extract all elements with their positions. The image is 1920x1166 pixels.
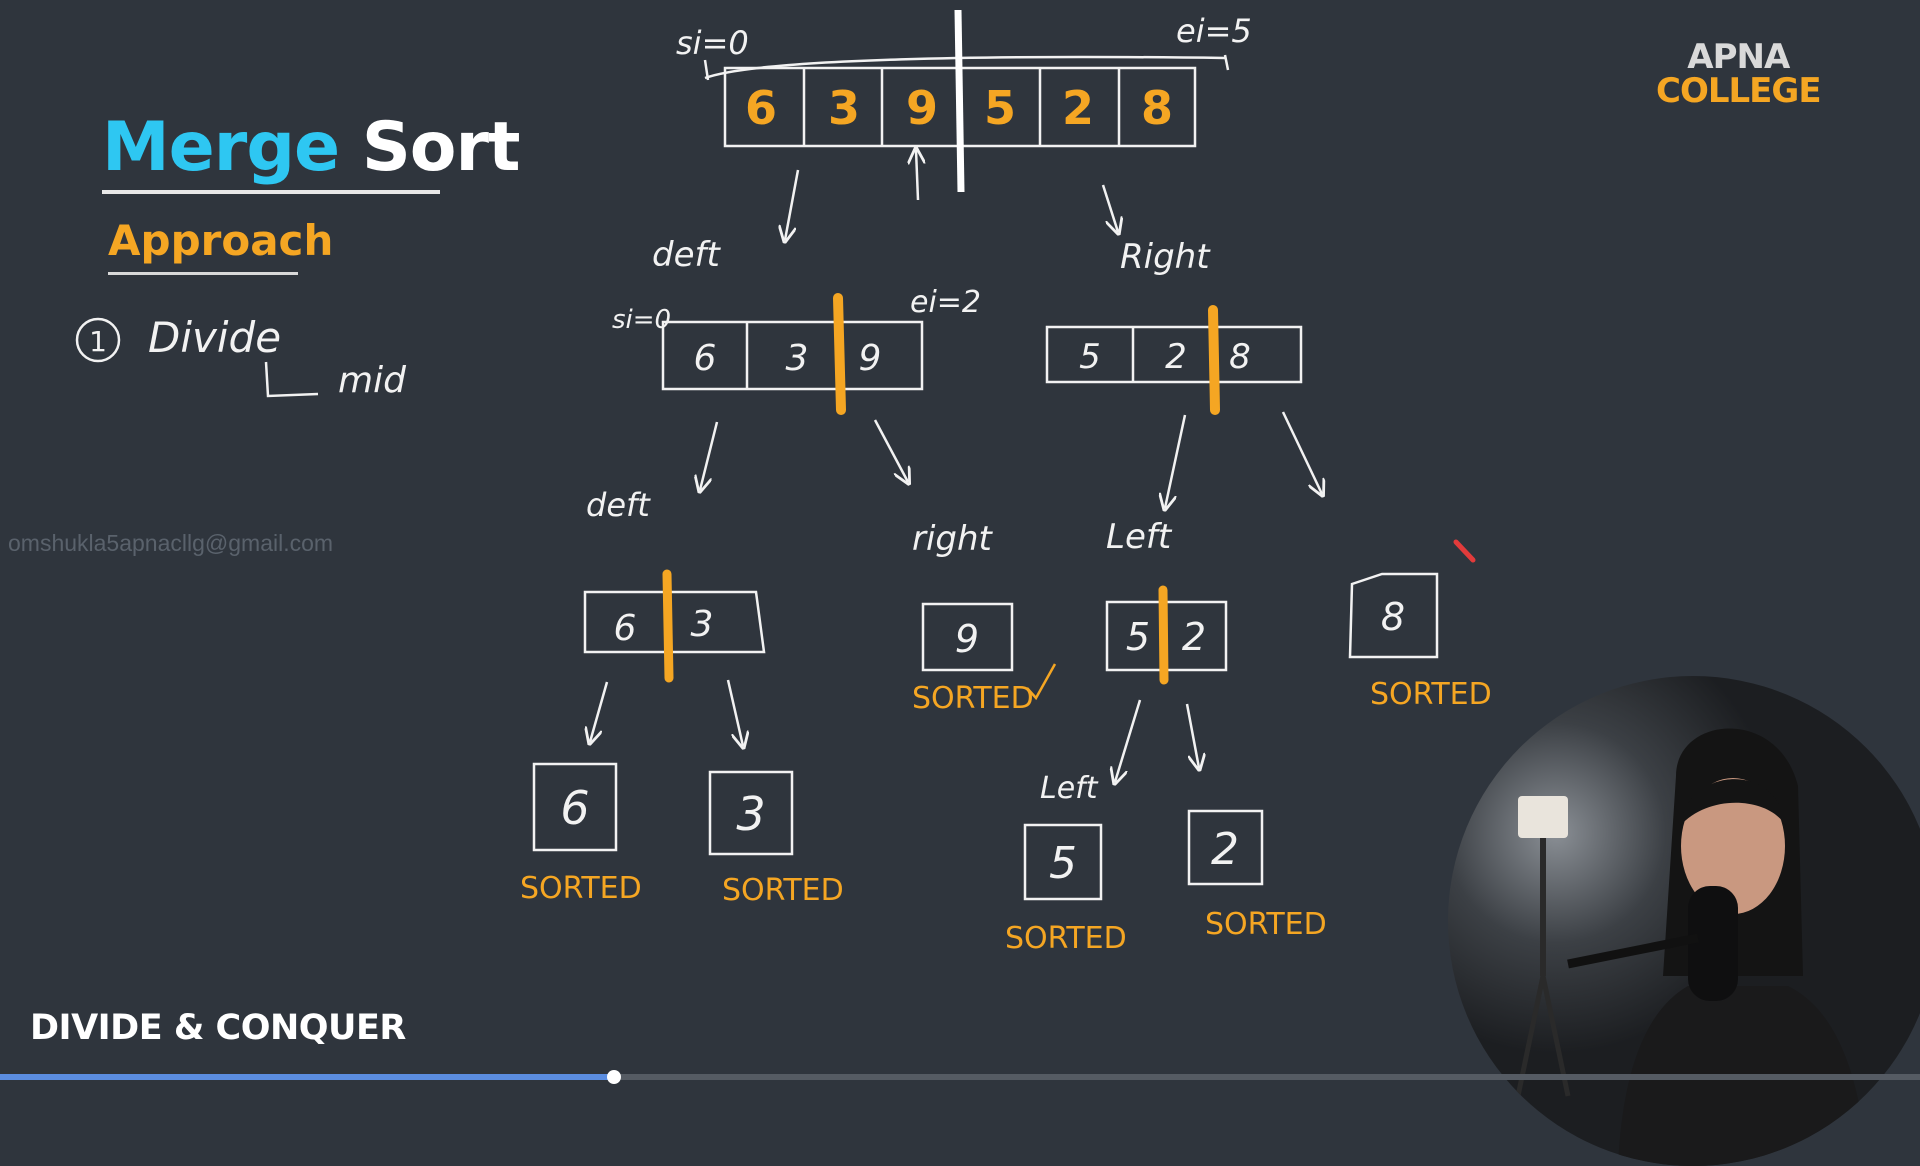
step-circle bbox=[75, 317, 121, 363]
level2-left-right-label: right bbox=[912, 519, 994, 559]
subtitle-underline bbox=[108, 272, 298, 275]
level2-left-left-cell-1: 3 bbox=[691, 604, 714, 645]
level1-right-array: Right 5 2 8 bbox=[1045, 237, 1303, 415]
level2-right-right-status: SORTED bbox=[1370, 677, 1492, 712]
video-progress-fill bbox=[0, 1074, 615, 1080]
level3-node-6-status: SORTED bbox=[520, 871, 642, 906]
level1-left-cell-1: 3 bbox=[786, 338, 809, 379]
level1-left-si: si=0 bbox=[612, 305, 671, 335]
top-mid-divider bbox=[954, 9, 965, 193]
level1-left-label: deft bbox=[652, 235, 721, 275]
whiteboard-diagram: 1 Divide mid si=0 ei=5 6 3 9 5 2 8 deft … bbox=[75, 9, 1492, 956]
level3-node-3-status: SORTED bbox=[722, 873, 844, 908]
top-cell-4: 2 bbox=[1062, 81, 1094, 135]
level1-left-cell-0: 6 bbox=[694, 338, 717, 379]
level3-node-5: Left 5 SORTED bbox=[1005, 771, 1127, 956]
top-si-label: si=0 bbox=[676, 24, 749, 62]
logo-line-college: COLLEGE bbox=[1656, 71, 1822, 111]
level1-right-box bbox=[1045, 325, 1303, 384]
level3-node-2: 2 SORTED bbox=[1187, 809, 1327, 942]
level1-right-cell-2: 8 bbox=[1229, 337, 1251, 377]
step-number: 1 bbox=[89, 325, 107, 358]
apna-college-logo: APNA COLLEGE bbox=[1656, 37, 1822, 111]
page-title: Merge Sort bbox=[102, 108, 521, 187]
title-word-merge: Merge bbox=[102, 108, 340, 187]
level2-right-left-array: 5 2 bbox=[1105, 585, 1228, 685]
pen-cursor-icon bbox=[1453, 539, 1476, 563]
arrow-l2-to-2 bbox=[1185, 703, 1199, 768]
level2-left-left-cell-0: 6 bbox=[614, 608, 637, 649]
note-divide: Divide bbox=[148, 313, 281, 362]
level3-node-2-status: SORTED bbox=[1205, 907, 1327, 942]
video-progress-bar[interactable] bbox=[0, 1070, 1920, 1084]
arrow-l1left-right bbox=[873, 419, 908, 482]
note-mid: mid bbox=[338, 360, 407, 401]
title-underline bbox=[102, 190, 440, 194]
level3-node-5-value: 5 bbox=[1049, 838, 1077, 889]
note-bracket bbox=[264, 361, 319, 398]
level1-left-ei: ei=2 bbox=[910, 285, 981, 320]
top-cell-0: 6 bbox=[745, 81, 777, 135]
subtitle-approach: Approach bbox=[108, 216, 334, 265]
mid-pointer-arrow bbox=[916, 150, 918, 201]
level1-right-cell-0: 5 bbox=[1079, 337, 1101, 377]
level3-node-3-value: 3 bbox=[736, 787, 765, 841]
level2-right-left-mid-divider bbox=[1158, 585, 1169, 685]
level2-left-left-array: 6 3 bbox=[583, 569, 766, 683]
level1-left-cell-2: 9 bbox=[859, 338, 882, 379]
level3-node-2-value: 2 bbox=[1211, 824, 1239, 875]
level2-right-right-array: 8 SORTED bbox=[1348, 572, 1492, 712]
level3-node-6: 6 SORTED bbox=[520, 762, 642, 906]
arrow-l2-to-3 bbox=[726, 679, 743, 746]
level1-left-mid-divider bbox=[833, 293, 846, 415]
arrow-l2-to-5 bbox=[1115, 699, 1142, 782]
level3-node-5-status: SORTED bbox=[1005, 921, 1127, 956]
level3-node-6-value: 6 bbox=[560, 781, 589, 835]
check-mark-icon bbox=[1026, 663, 1057, 701]
level3-node-5-label: Left bbox=[1040, 771, 1099, 806]
level2-right-left-cell-0: 5 bbox=[1126, 615, 1150, 659]
top-cell-2: 9 bbox=[906, 81, 938, 135]
step-notes: 1 Divide mid bbox=[75, 313, 407, 401]
level1-right-label: Right bbox=[1120, 237, 1211, 277]
video-progress-knob[interactable] bbox=[607, 1070, 622, 1084]
arrow-top-left bbox=[785, 169, 800, 240]
email-watermark: omshukla5apnacllg@gmail.com bbox=[8, 530, 334, 556]
level2-left-left-label: deft bbox=[586, 486, 651, 524]
top-ei-label: ei=5 bbox=[1176, 12, 1252, 50]
top-cell-3: 5 bbox=[984, 81, 1016, 135]
level2-left-right-cell-0: 9 bbox=[955, 617, 979, 661]
logo-line-apna: APNA bbox=[1687, 37, 1790, 77]
top-cell-5: 8 bbox=[1141, 81, 1173, 135]
range-bracket bbox=[704, 55, 1226, 80]
level1-right-mid-divider bbox=[1208, 305, 1220, 415]
arrow-l1right-right bbox=[1281, 411, 1322, 494]
level1-left-array: deft si=0 ei=2 6 3 9 bbox=[612, 235, 981, 415]
level2-left-right-array: 9 SORTED bbox=[912, 602, 1057, 716]
arrow-top-right bbox=[1101, 184, 1118, 232]
level2-left-right-status: SORTED bbox=[912, 681, 1034, 716]
arrow-l1left-left bbox=[700, 421, 719, 490]
level2-right-right-cell-0: 8 bbox=[1381, 595, 1405, 639]
level3-node-3: 3 SORTED bbox=[708, 770, 844, 908]
footer-topic: DIVIDE & CONQUER bbox=[30, 1008, 406, 1048]
level2-right-left-label: Left bbox=[1106, 517, 1173, 557]
top-array: si=0 ei=5 6 3 9 5 2 8 bbox=[676, 9, 1252, 201]
arrow-l1right-left bbox=[1165, 414, 1187, 508]
presenter-webcam bbox=[1448, 676, 1920, 1166]
level2-left-left-mid-divider bbox=[662, 569, 674, 683]
level1-left-box bbox=[661, 320, 924, 391]
title-word-sort: Sort bbox=[361, 108, 521, 187]
arrow-l2-to-6 bbox=[590, 681, 609, 742]
level1-right-cell-1: 2 bbox=[1165, 337, 1187, 377]
top-cell-1: 3 bbox=[828, 81, 860, 135]
level2-right-left-cell-1: 2 bbox=[1182, 615, 1206, 659]
